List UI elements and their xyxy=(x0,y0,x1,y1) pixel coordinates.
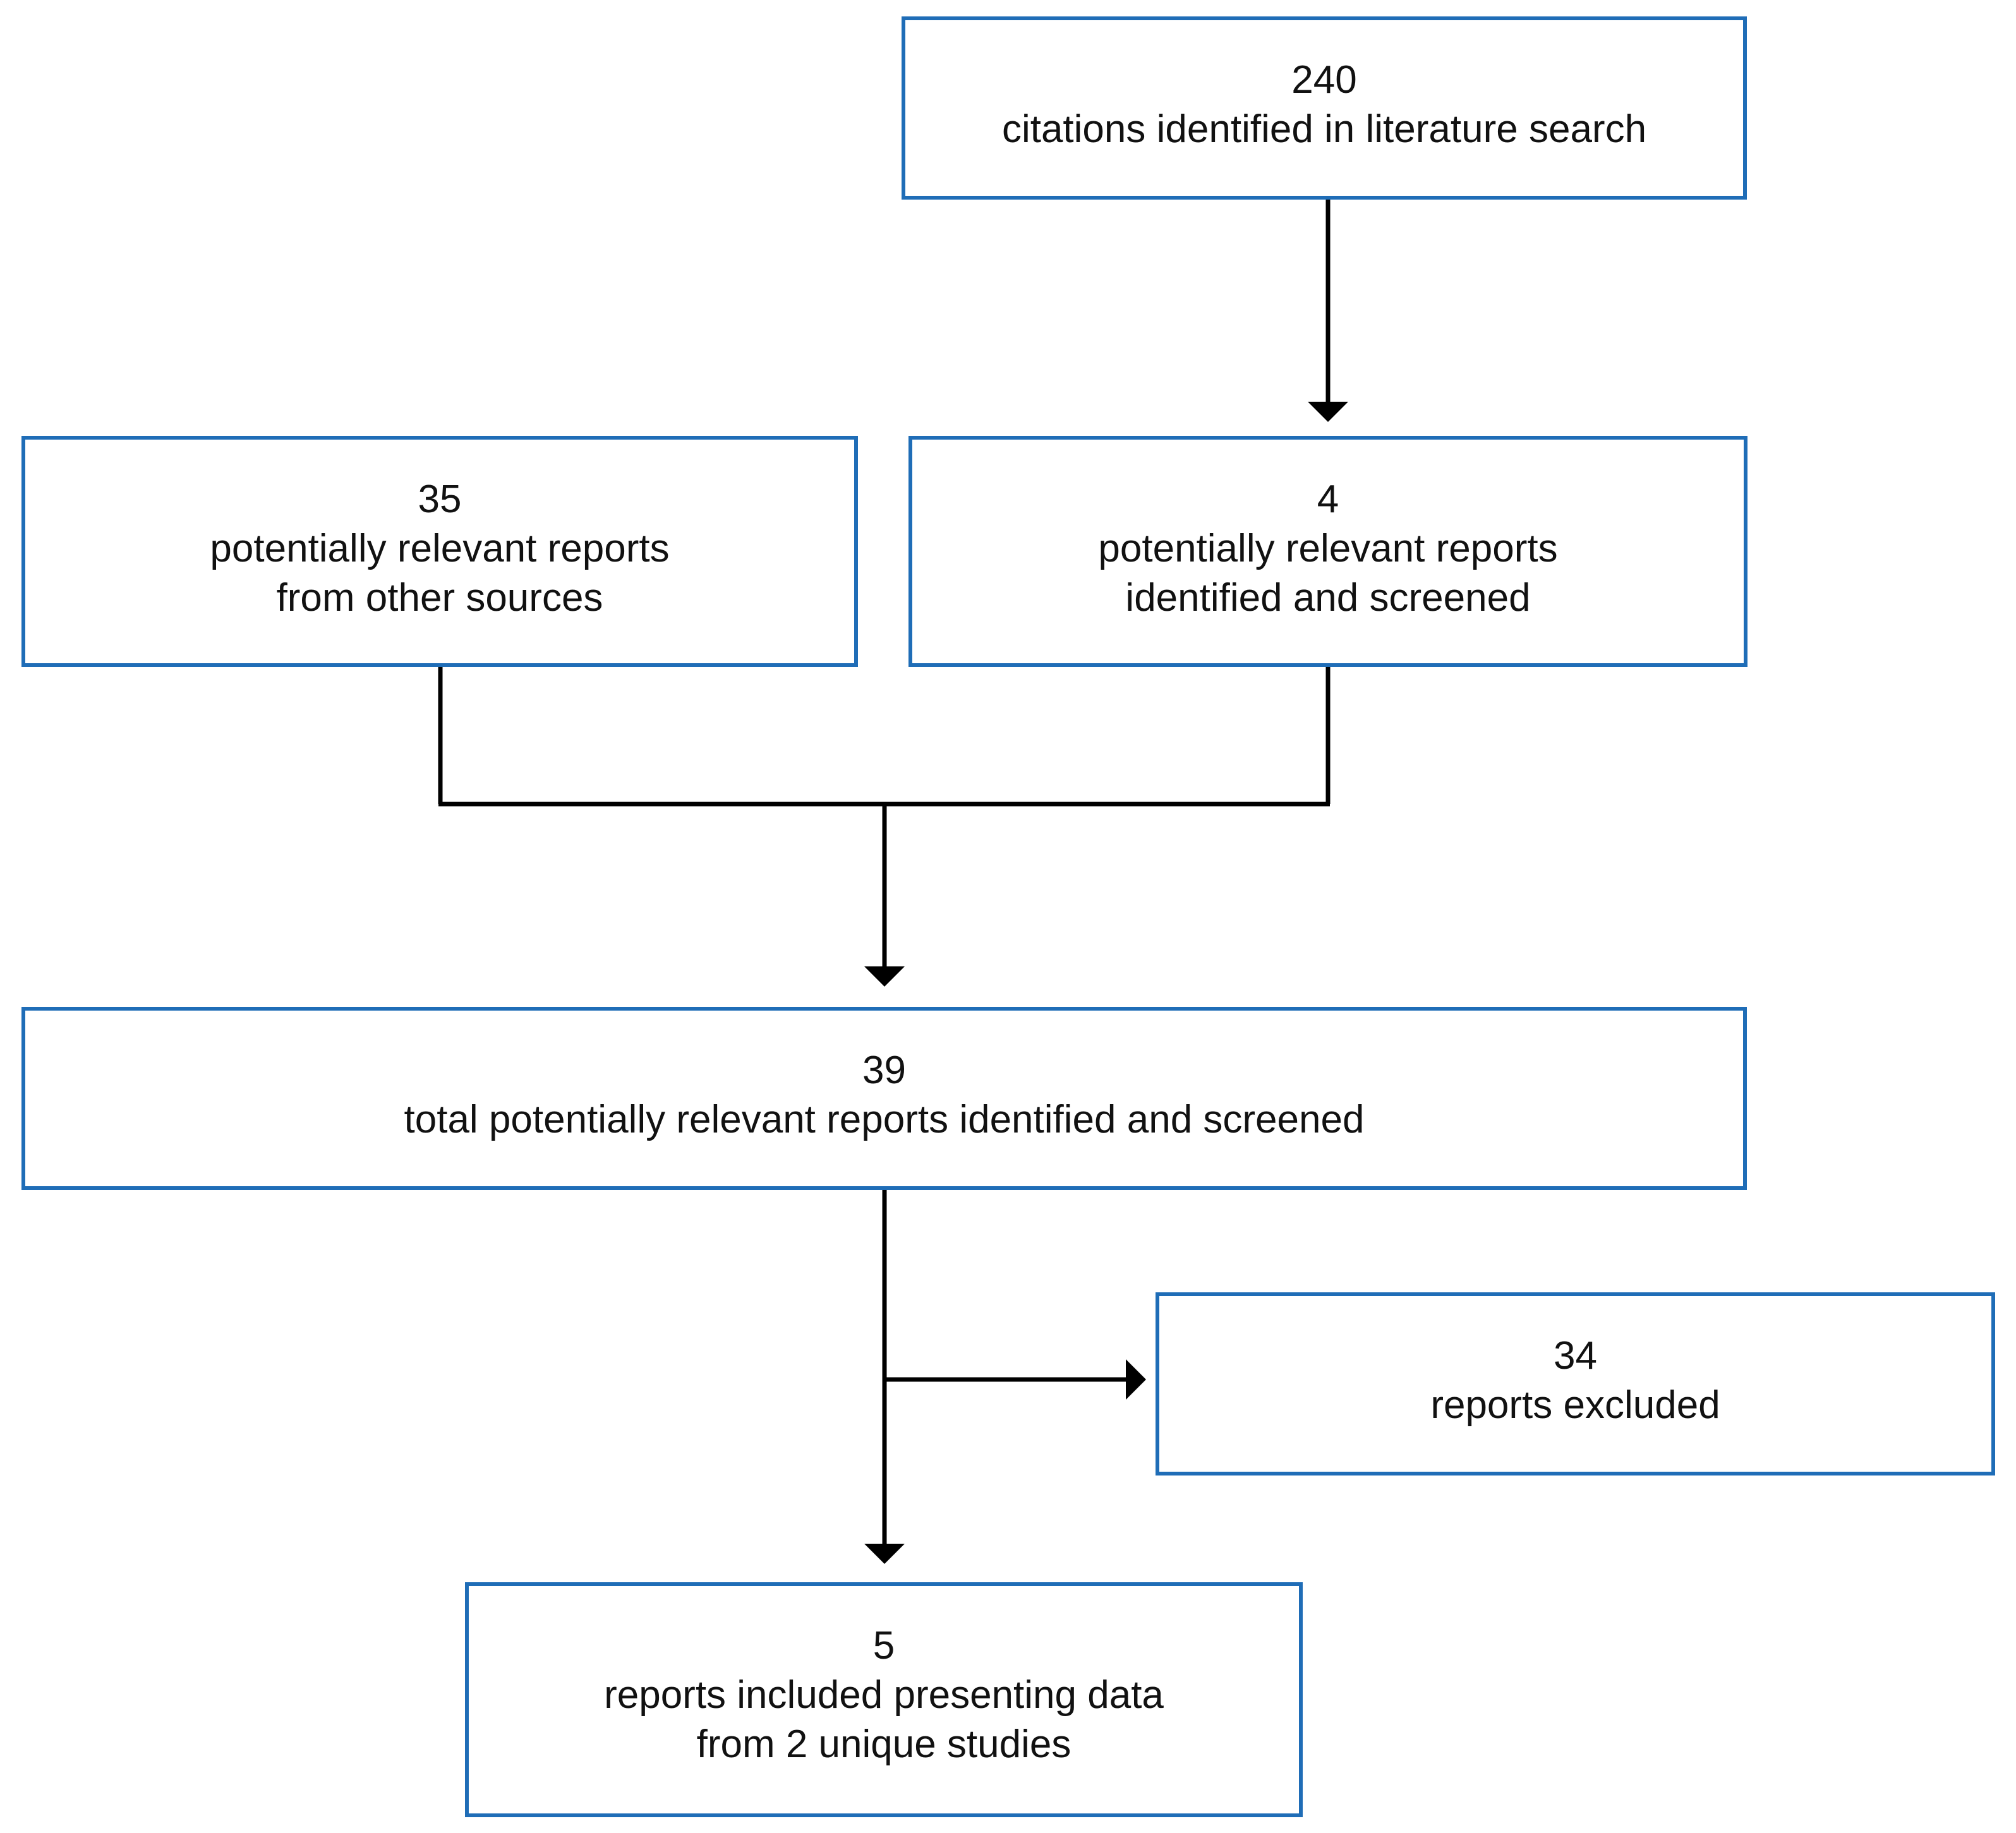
box-reports-included: 5 reports included presenting data from … xyxy=(465,1582,1303,1817)
box-text: total potentially relevant reports ident… xyxy=(404,1098,1365,1141)
arrowhead-merge-to-total xyxy=(864,966,905,987)
box-count: 240 xyxy=(1291,58,1357,102)
arrowhead-search-to-screened xyxy=(1308,402,1348,422)
box-text: from other sources xyxy=(276,576,603,620)
box-text: potentially relevant reports xyxy=(210,527,670,570)
box-count: 34 xyxy=(1554,1334,1597,1378)
box-text: reports excluded xyxy=(1430,1383,1720,1427)
arrowhead-total-to-included xyxy=(864,1544,905,1564)
box-count: 5 xyxy=(872,1624,895,1668)
box-citations-search: 240 citations identified in literature s… xyxy=(902,16,1747,200)
box-text: identified and screened xyxy=(1125,576,1531,620)
box-count: 39 xyxy=(862,1049,906,1092)
box-identified-screened: 4 potentially relevant reports identifie… xyxy=(908,436,1747,667)
box-reports-excluded: 34 reports excluded xyxy=(1156,1292,1995,1475)
box-text: potentially relevant reports xyxy=(1098,527,1558,570)
box-count: 35 xyxy=(418,478,462,521)
box-count: 4 xyxy=(1317,478,1339,521)
box-text: citations identified in literature searc… xyxy=(1001,107,1647,151)
arrowhead-to-excluded xyxy=(1126,1359,1146,1400)
box-other-sources: 35 potentially relevant reports from oth… xyxy=(21,436,858,667)
box-total-screened: 39 total potentially relevant reports id… xyxy=(21,1007,1747,1190)
box-text: from 2 unique studies xyxy=(696,1722,1071,1766)
box-text: reports included presenting data xyxy=(604,1673,1164,1717)
